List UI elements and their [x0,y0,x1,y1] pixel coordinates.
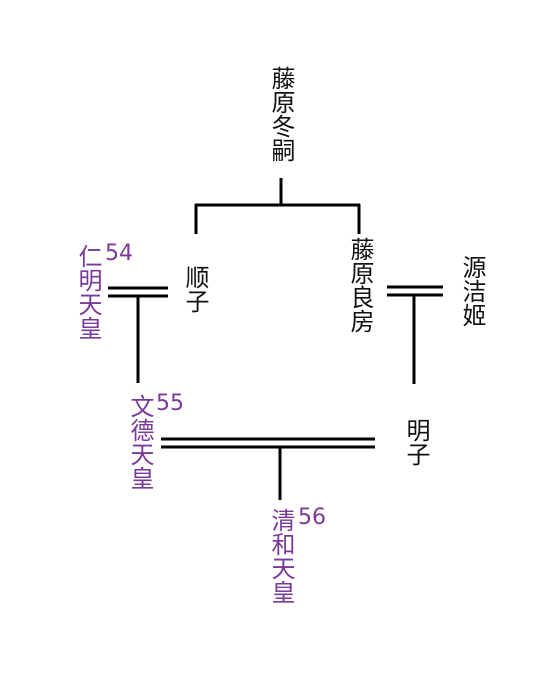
seiwa-name: 清和天皇 [267,508,295,604]
yoshifusa-name: 藤原良房 [346,237,374,333]
montoku-name: 文德天皇 [126,394,154,490]
kiyohime-name: 源洁姬 [458,255,486,327]
seiwa-number: 56 [298,505,326,530]
fuyutsugu-name: 藤原冬嗣 [267,66,295,162]
montoku-number: 55 [156,391,184,416]
ninmyo-name: 仁明天皇 [74,244,102,340]
junshi-name: 顺子 [181,265,209,313]
ninmyo-number: 54 [105,241,133,266]
akirakeiko-name: 明子 [402,418,430,466]
